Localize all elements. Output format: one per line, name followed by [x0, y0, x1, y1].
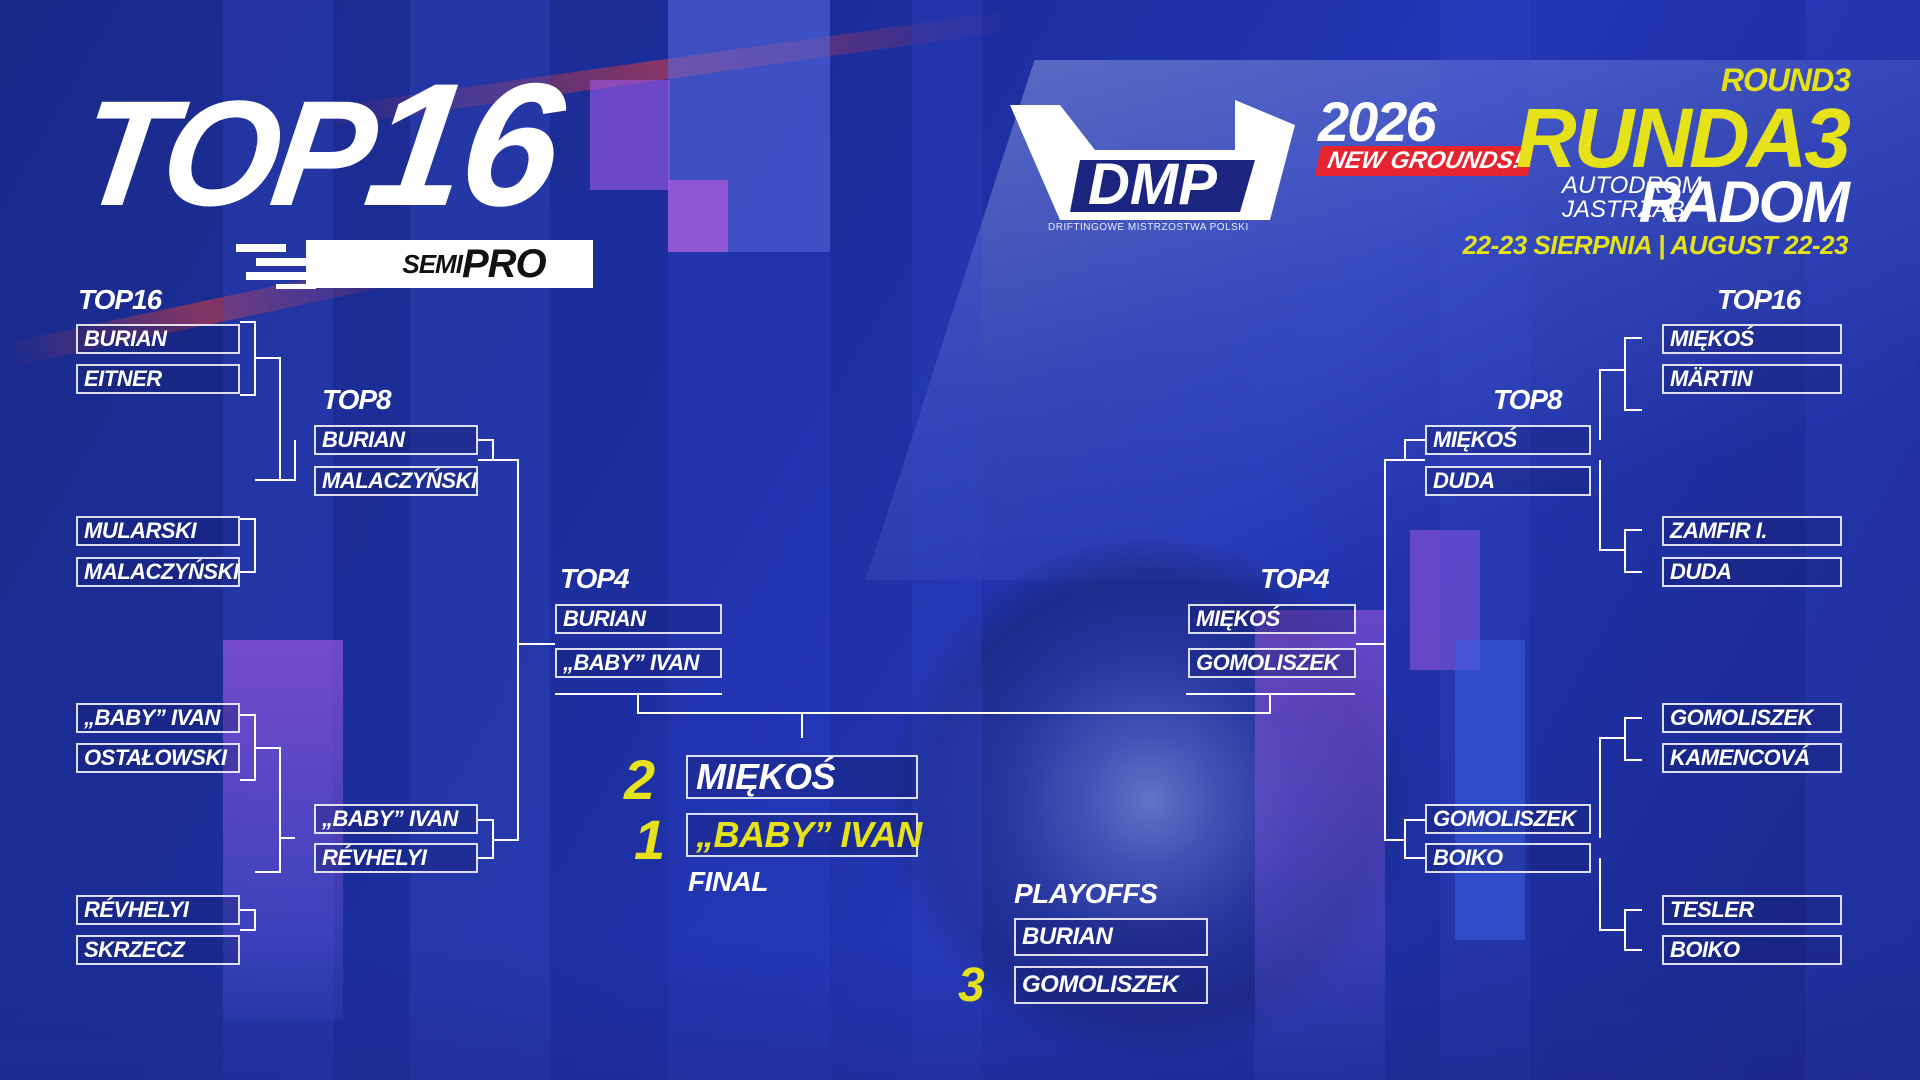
- tagline-badge: NEW GROUNDS!: [1314, 146, 1535, 177]
- glitch-stripe: [1805, 0, 1920, 1080]
- driver-slot: DUDA: [1662, 557, 1842, 587]
- final-second-slot: MIĘKOŚ: [686, 755, 918, 799]
- driver-slot: MÄRTIN: [1662, 364, 1842, 394]
- event-dates: 22-23 SIERPNIA | AUGUST 22-23: [1462, 230, 1849, 260]
- bottom-shade: [0, 940, 1920, 1080]
- driver-slot: ZAMFIR I.: [1662, 516, 1842, 546]
- glitch-stripe: [912, 0, 982, 1080]
- logo-subtitle: DRIFTINGOWE MISTRZOSTWA POLSKI: [1048, 222, 1249, 233]
- driver-slot: BOIKO: [1425, 843, 1591, 873]
- driver-slot: BOIKO: [1662, 935, 1842, 965]
- driver-slot: TESLER: [1662, 895, 1842, 925]
- season-year: 2026: [1318, 90, 1437, 153]
- stage-label-top8-right: TOP8: [1493, 384, 1563, 415]
- driver-slot: „BABY” IVAN: [314, 804, 478, 834]
- glitch-stripe: [668, 180, 728, 252]
- driver-slot: MIĘKOŚ: [1425, 425, 1591, 455]
- class-badge-pro: PRO: [461, 241, 547, 286]
- driver-slot: SKRZECZ: [76, 935, 240, 965]
- driver-slot: BURIAN: [314, 425, 478, 455]
- final-label: FINAL: [688, 866, 768, 897]
- driver-slot: BURIAN: [555, 604, 722, 634]
- third-place-slot: GOMOLISZEK: [1014, 966, 1208, 1004]
- stage-label-top16-right: TOP16: [1717, 284, 1801, 315]
- final-winner-slot: „BABY” IVAN: [686, 813, 922, 857]
- driver-slot: OSTAŁOWSKI: [76, 743, 240, 773]
- driver-slot: EITNER: [76, 364, 240, 394]
- city-name: RADOM: [1638, 170, 1850, 235]
- driver-slot: GOMOLISZEK: [1425, 804, 1591, 834]
- page-title: TOP16: [69, 48, 570, 243]
- playoffs-slot: BURIAN: [1014, 918, 1208, 956]
- playoffs-label: PLAYOFFS: [1014, 878, 1158, 909]
- driver-slot: MALACZYŃSKI: [76, 557, 240, 587]
- glitch-stripe: [1440, 0, 1530, 1080]
- round-polish: RUNDA3: [1515, 91, 1851, 185]
- stage-label-top4-left: TOP4: [560, 563, 630, 594]
- driver-slot: MIĘKOŚ: [1188, 604, 1356, 634]
- driver-slot: GOMOLISZEK: [1188, 648, 1356, 678]
- driver-slot: DUDA: [1425, 466, 1591, 496]
- glitch-stripe: [590, 80, 670, 190]
- driver-slot: MULARSKI: [76, 516, 240, 546]
- stage-label-top16-left: TOP16: [78, 284, 162, 315]
- round-english: ROUND3: [1720, 62, 1851, 98]
- rank-second: 2: [624, 748, 656, 811]
- driver-slot: KAMENCOVÁ: [1662, 743, 1842, 773]
- driver-slot: RÉVHELYI: [314, 843, 478, 873]
- class-badge-semi: SEMI: [402, 248, 463, 279]
- driver-slot: „BABY” IVAN: [76, 703, 240, 733]
- rank-third: 3: [958, 959, 985, 1012]
- glitch-stripe: [410, 0, 550, 1080]
- driver-slot: BURIAN: [76, 324, 240, 354]
- driver-slot: „BABY” IVAN: [555, 648, 722, 678]
- driver-slot: GOMOLISZEK: [1662, 703, 1842, 733]
- driver-slot: RÉVHELYI: [76, 895, 240, 925]
- speed-lines-icon: [236, 240, 356, 289]
- driver-slot: MALACZYŃSKI: [314, 466, 478, 496]
- rank-first: 1: [634, 808, 666, 871]
- title-number: 16: [355, 48, 570, 243]
- glitch-stripe: [1455, 640, 1525, 940]
- stage-label-top8-left: TOP8: [322, 384, 392, 415]
- driver-slot: MIĘKOŚ: [1662, 324, 1842, 354]
- logo-text: DMP: [1088, 152, 1217, 217]
- title-word: TOP: [69, 69, 381, 237]
- dmp-logo: DMP: [1010, 100, 1295, 220]
- stage-label-top4-right: TOP4: [1260, 563, 1330, 594]
